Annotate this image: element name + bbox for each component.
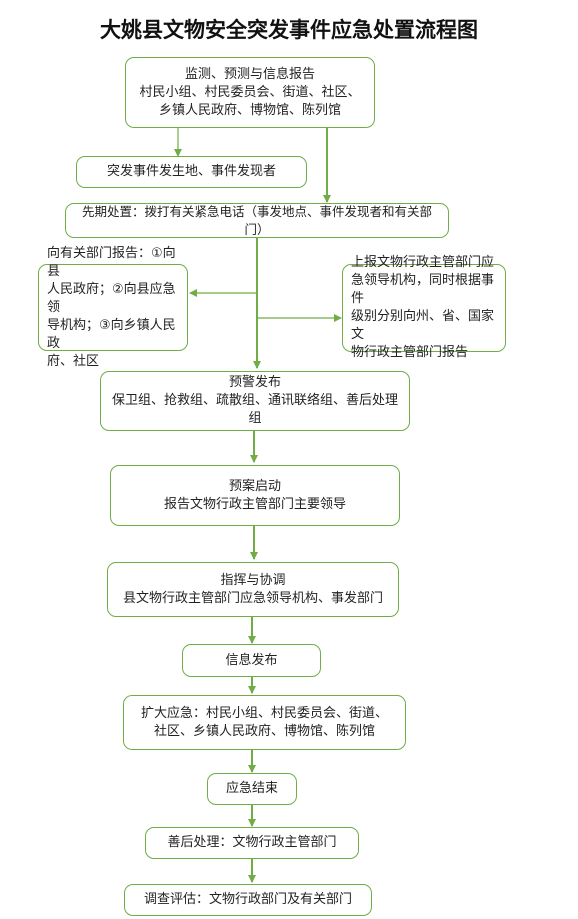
first-response-line-1: 先期处置：拨打有关紧急电话（事发地点、事件发现者和有关部门） (81, 203, 432, 237)
info-release-box: 信息发布 (182, 644, 321, 677)
end-line-1: 应急结束 (225, 781, 278, 796)
command-line-1: 指挥与协调 (220, 572, 286, 588)
report-left-box: 向有关部门报告：①向县 人民政府；②向县应急领 导机构；③向乡镇人民政 府、社区 (38, 246, 188, 369)
info-release-line-1: 信息发布 (225, 652, 278, 668)
warning-line-2: 保卫组、抢救组、疏散组、通讯联络组、善后处理组 (111, 393, 398, 426)
monitor-line-1: 监测、预测与信息报告 (184, 66, 315, 82)
report-left-line-2: 人民政府；②向县应急领 (47, 281, 176, 315)
discoverer-box: 突发事件发生地、事件发现者 (76, 156, 307, 188)
page-title: 大姚县文物安全突发事件应急处置流程图 (100, 17, 478, 42)
end-box: 应急结束 (207, 773, 297, 805)
report-right-line-2: 急领导机构，同时根据事件 (351, 273, 495, 306)
discoverer-line-1: 突发事件发生地、事件发现者 (106, 164, 276, 179)
report-left-line-4: 府、社区 (47, 353, 100, 369)
report-right-line-4: 物行政主管部门报告 (351, 345, 469, 360)
warning-line-1: 预警发布 (228, 375, 281, 390)
monitor-line-3: 乡镇人民政府、博物馆、陈列馆 (158, 102, 341, 118)
expand-box: 扩大应急：村民小组、村民委员会、街道、 社区、乡镇人民政府、博物馆、陈列馆 (123, 695, 406, 750)
expand-line-1: 扩大应急：村民小组、村民委员会、街道、 (140, 705, 388, 721)
warning-box: 预警发布 保卫组、抢救组、疏散组、通讯联络组、善后处理组 (100, 371, 410, 431)
command-box: 指挥与协调 县文物行政主管部门应急领导机构、事发部门 (107, 562, 399, 617)
evaluation-box: 调查评估：文物行政部门及有关部门 (124, 884, 372, 916)
aftermath-box: 善后处理：文物行政主管部门 (145, 827, 359, 859)
plan-start-line-2: 报告文物行政主管部门主要领导 (163, 496, 346, 512)
report-right-box: 上报文物行政主管部门应 急领导机构，同时根据事件 级别分别向州、省、国家文 物行… (342, 255, 506, 360)
monitor-box: 监测、预测与信息报告 村民小组、村民委员会、街道、社区、 乡镇人民政府、博物馆、… (125, 57, 375, 128)
report-left-line-1: 向有关部门报告：①向县 (47, 245, 176, 279)
monitor-line-2: 村民小组、村民委员会、街道、社区、 (139, 84, 361, 100)
first-response-box: 先期处置：拨打有关紧急电话（事发地点、事件发现者和有关部门） (65, 203, 449, 238)
plan-start-box: 预案启动 报告文物行政主管部门主要领导 (110, 465, 400, 526)
expand-line-2: 社区、乡镇人民政府、博物馆、陈列馆 (153, 723, 375, 739)
report-right-line-3: 级别分别向州、省、国家文 (351, 309, 495, 342)
command-line-2: 县文物行政主管部门应急领导机构、事发部门 (122, 590, 383, 606)
plan-start-line-1: 预案启动 (228, 478, 281, 494)
aftermath-line-1: 善后处理：文物行政主管部门 (167, 835, 337, 850)
report-right-line-1: 上报文物行政主管部门应 (351, 255, 495, 270)
evaluation-line-1: 调查评估：文物行政部门及有关部门 (143, 892, 352, 907)
report-left-line-3: 导机构；③向乡镇人民政 (47, 317, 176, 351)
